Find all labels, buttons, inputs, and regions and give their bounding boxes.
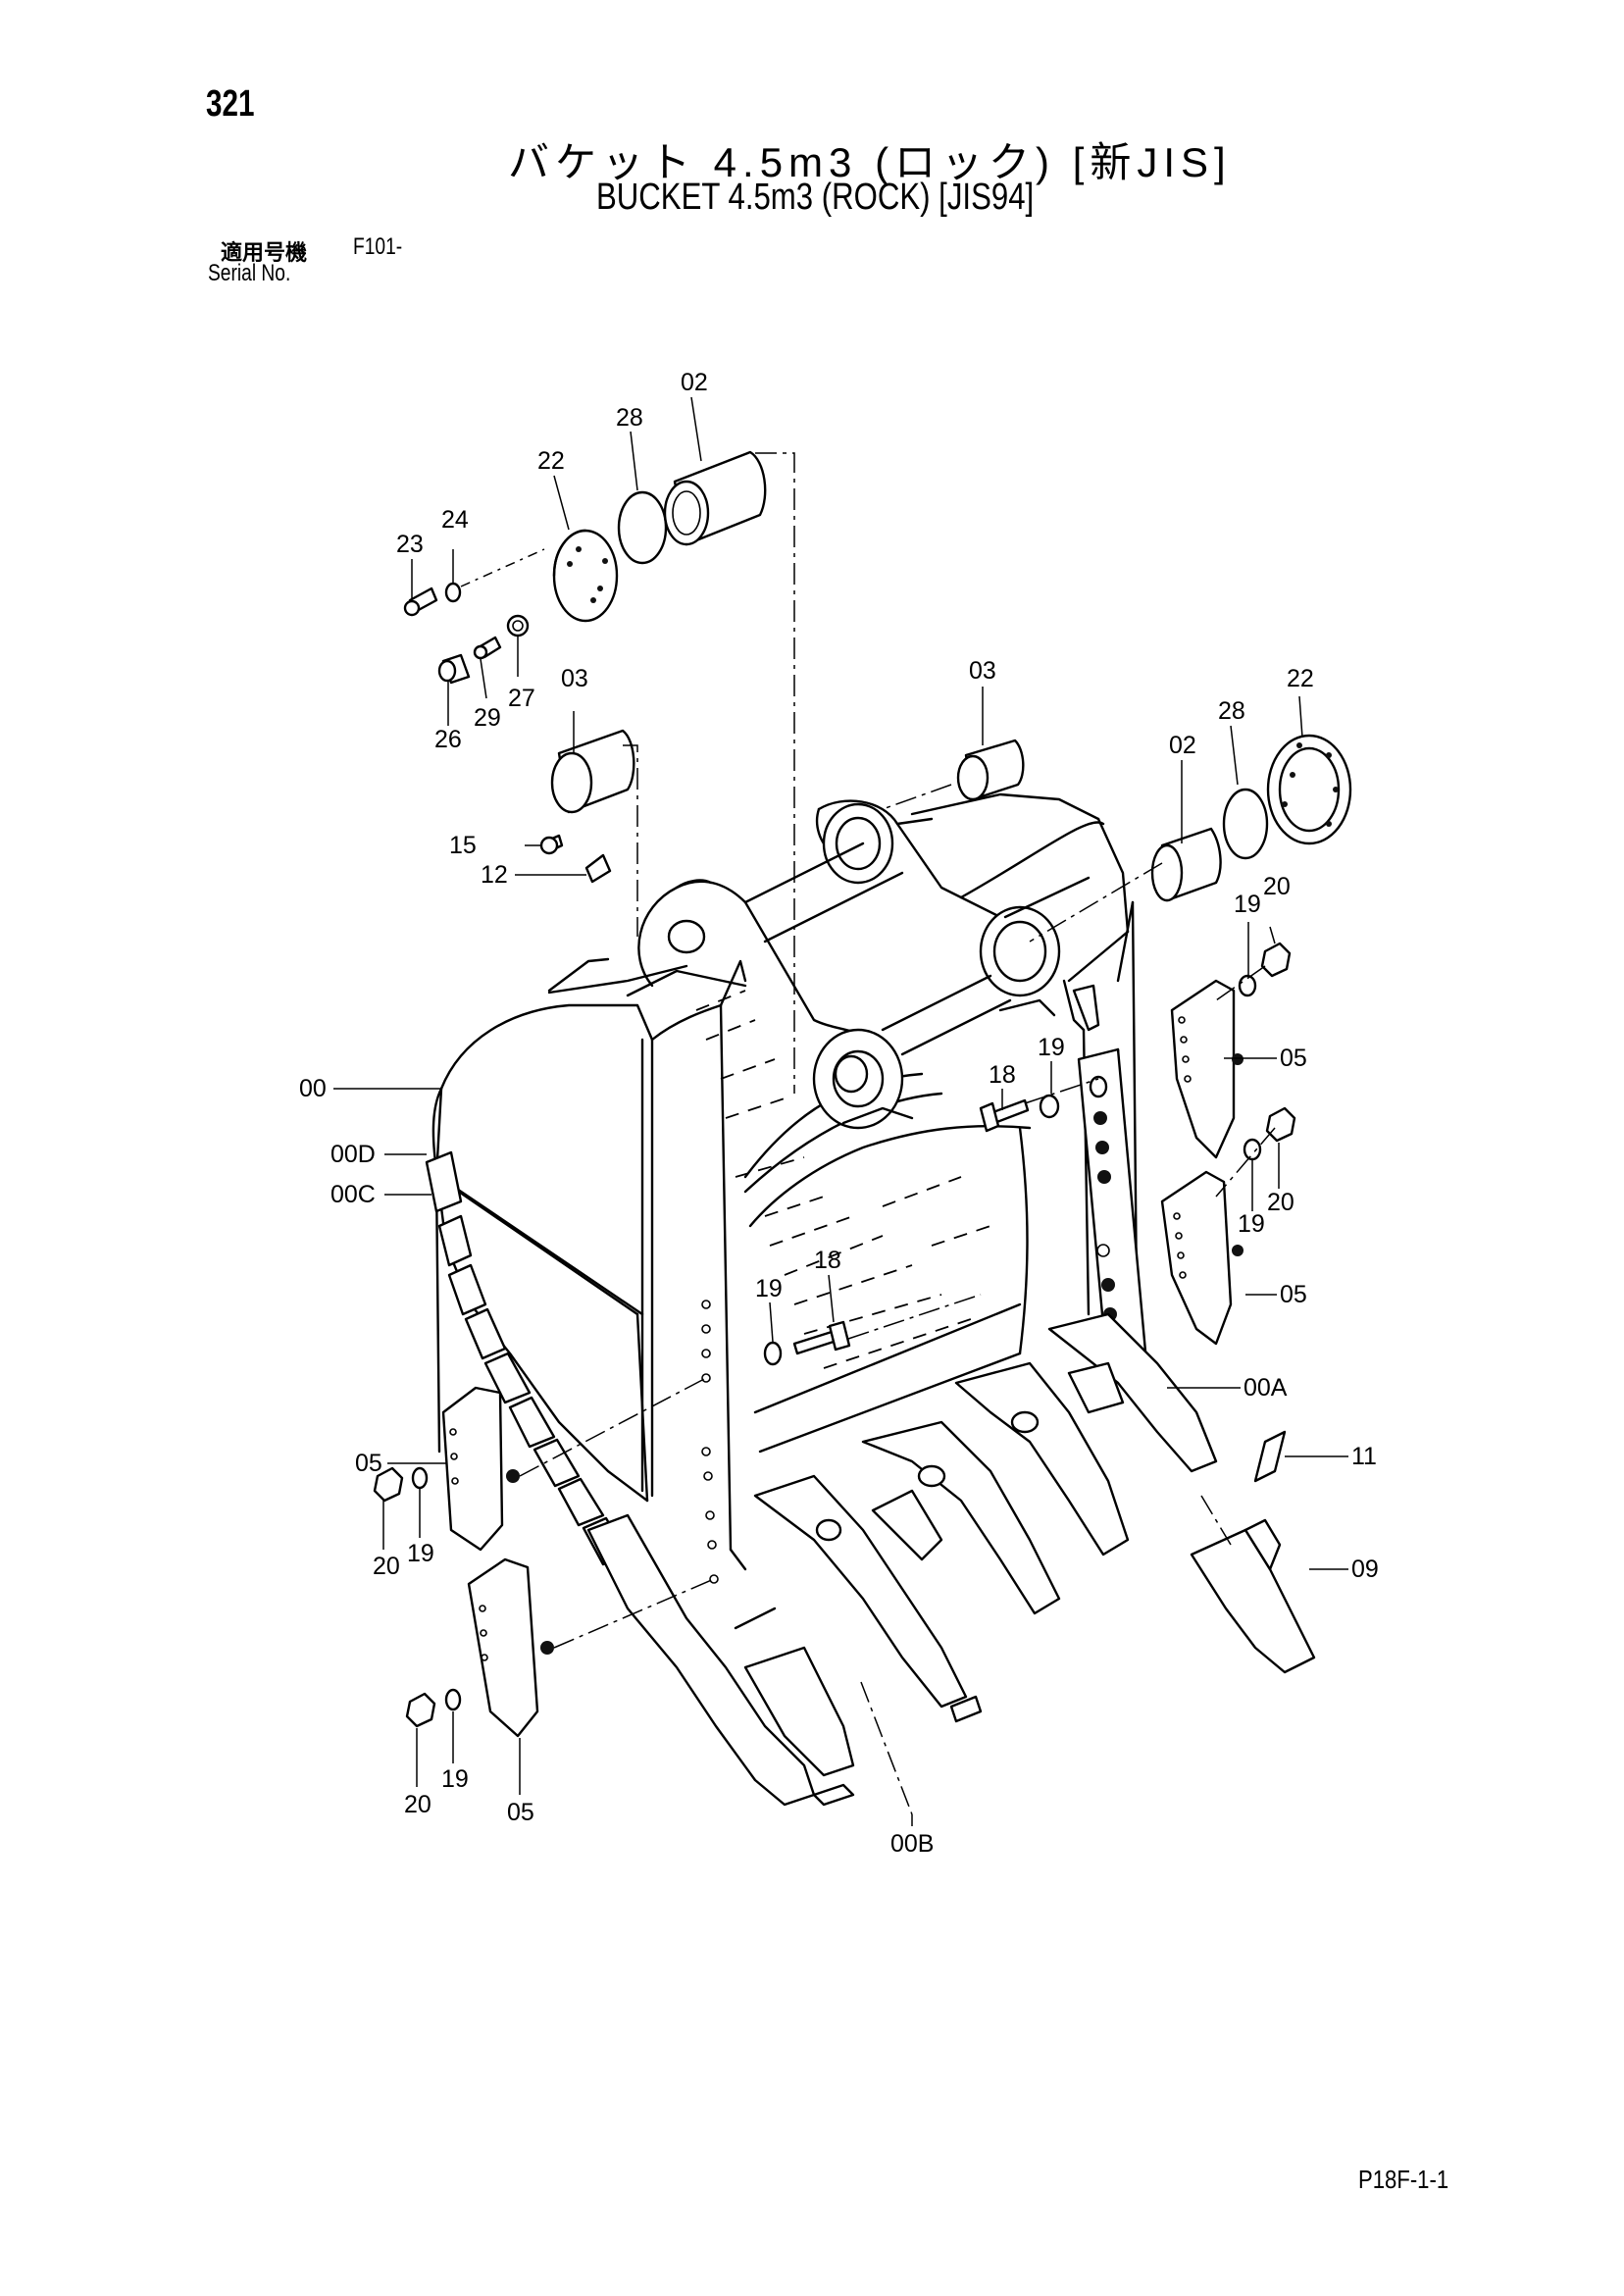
serial-value: F101- <box>353 233 403 260</box>
callout-19-right: 19 <box>1038 1034 1065 1061</box>
callout-leader-lines <box>333 396 1348 1826</box>
assembly-center-lines <box>519 452 1276 1815</box>
serial-label-english: Serial No. <box>208 260 291 286</box>
callout-02-right: 02 <box>1169 732 1196 759</box>
page-number: 321 <box>206 83 255 125</box>
callout-20-left-upper: 20 <box>373 1553 400 1580</box>
callout-00C: 00C <box>330 1181 376 1208</box>
title-english: BUCKET 4.5m3 (ROCK) [JIS94] <box>596 177 1035 218</box>
callout-19-right-top: 19 <box>1234 891 1261 918</box>
callout-02-left: 02 <box>681 369 708 396</box>
callout-19-left-lower: 19 <box>441 1765 469 1793</box>
callout-03-right: 03 <box>969 657 996 685</box>
title-japanese: バケット 4.5m3 (ロック) [新JIS] <box>508 139 1232 185</box>
callout-29: 29 <box>474 704 501 732</box>
callout-19-right-lower: 19 <box>1238 1210 1265 1238</box>
callout-22-right: 22 <box>1287 665 1314 692</box>
callout-05-right-top: 05 <box>1280 1045 1307 1072</box>
callout-12: 12 <box>481 861 508 889</box>
serial-label-japanese: 適用号機 <box>221 240 308 265</box>
callout-05-left-lower: 05 <box>507 1799 534 1826</box>
left-pin-assembly <box>403 450 767 814</box>
callout-00A: 00A <box>1243 1374 1288 1402</box>
callout-28-left: 28 <box>616 404 643 432</box>
callout-00B: 00B <box>890 1830 934 1858</box>
callout-28-right: 28 <box>1218 697 1245 725</box>
callout-27: 27 <box>508 685 535 712</box>
callout-00D: 00D <box>330 1141 376 1168</box>
fasteners <box>373 942 1296 1728</box>
callout-20-right-lower: 20 <box>1267 1189 1294 1216</box>
right-pin-assembly <box>956 734 1352 902</box>
callout-19-left-upper: 19 <box>407 1540 434 1567</box>
callout-05-right-lower: 05 <box>1280 1281 1307 1308</box>
callout-labels: 02 28 22 24 23 29 27 26 03 03 22 28 02 1… <box>299 369 1379 1858</box>
page-code: P18F-1-1 <box>1358 2165 1449 2194</box>
callout-11: 11 <box>1351 1443 1377 1470</box>
bucket-link-brackets <box>637 792 1130 1130</box>
callout-19-middle: 19 <box>755 1275 783 1302</box>
callout-18-right: 18 <box>989 1061 1016 1089</box>
callout-24: 24 <box>441 506 469 534</box>
callout-18-middle: 18 <box>814 1247 841 1274</box>
callout-26: 26 <box>434 726 462 753</box>
side-cutters <box>441 979 1243 1738</box>
callout-22-left: 22 <box>537 447 565 475</box>
callout-09: 09 <box>1351 1556 1379 1583</box>
callout-00: 00 <box>299 1075 327 1102</box>
bolt-15-and-plate-12 <box>539 834 612 884</box>
callout-23: 23 <box>396 531 424 558</box>
callout-15: 15 <box>449 832 477 859</box>
callout-20-left-lower: 20 <box>404 1791 431 1818</box>
callout-03-left: 03 <box>561 665 588 692</box>
callout-05-left-upper: 05 <box>355 1450 382 1477</box>
bucket-teeth <box>586 1312 1316 1807</box>
callout-20-right-top: 20 <box>1263 873 1291 900</box>
